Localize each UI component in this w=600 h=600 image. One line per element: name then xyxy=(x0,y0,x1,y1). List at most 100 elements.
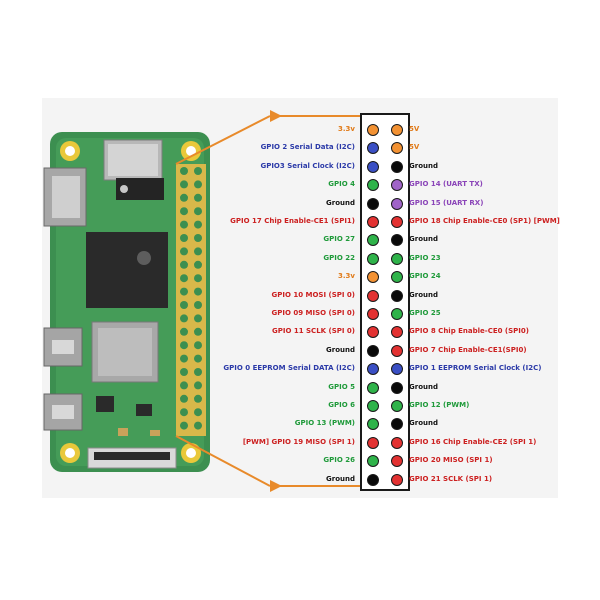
board-header-pad xyxy=(194,220,202,229)
pin-left-1 xyxy=(367,124,379,136)
pin-label-left-20: Ground xyxy=(326,474,355,483)
pin-left-11 xyxy=(367,308,379,320)
board-header-pad xyxy=(194,247,202,256)
pin-left-17 xyxy=(367,418,379,431)
pin-right-7 xyxy=(391,234,403,247)
pin-left-15 xyxy=(367,381,379,394)
board-header-pad xyxy=(194,301,202,309)
pin-right-19 xyxy=(391,455,403,468)
pin-left-18 xyxy=(367,436,379,449)
pin-label-left-11: GPIO 09 MISO (SPI 0) xyxy=(271,309,355,317)
board-header-pad xyxy=(180,207,188,216)
board-header-pad xyxy=(180,394,188,403)
board-header-pad xyxy=(180,167,188,175)
callout-line-top xyxy=(175,115,271,165)
pin-label-left-3: GPIO3 Serial Clock (I2C) xyxy=(260,161,355,170)
pin-left-10 xyxy=(367,289,379,302)
pin-label-left-18: [PWM] GPIO 19 MISO (SPI 1) xyxy=(242,437,355,446)
board-header-pad xyxy=(194,207,202,216)
board-header-pad xyxy=(180,220,188,229)
pin-right-1 xyxy=(391,124,403,136)
board-header-pad xyxy=(180,234,188,242)
pin-left-8 xyxy=(367,252,379,265)
board-header-pad xyxy=(180,247,188,256)
board-header-pad xyxy=(194,314,202,323)
pin-label-right-14: GPIO 1 EEPROM Serial Clock (I2C) xyxy=(409,364,542,373)
pin-right-13 xyxy=(391,344,403,357)
pin-label-right-16: GPIO 12 (PWM) xyxy=(409,401,470,409)
board-header-pad xyxy=(194,167,202,175)
pin-left-14 xyxy=(367,363,379,376)
board-header-pad xyxy=(194,180,202,189)
board-header-pad xyxy=(180,408,188,417)
board-header-pad xyxy=(194,327,202,336)
pin-left-5 xyxy=(367,197,379,210)
pin-right-17 xyxy=(391,418,403,431)
board-header-pad xyxy=(180,368,188,376)
mounting-holes xyxy=(60,141,201,463)
pin-label-right-4: GPIO 14 (UART TX) xyxy=(409,180,483,189)
soc-chip xyxy=(86,232,168,308)
board-header-pad xyxy=(180,381,188,390)
pin-left-3 xyxy=(367,160,379,173)
pin-left-20 xyxy=(367,473,379,486)
pin-label-left-16: GPIO 6 xyxy=(328,401,355,409)
pin-label-left-8: GPIO 22 xyxy=(323,253,355,262)
pin-left-2 xyxy=(367,142,379,155)
pin-label-right-13: GPIO 7 Chip Enable-CE1(SPI0) xyxy=(409,345,527,354)
pin-label-right-10: Ground xyxy=(409,290,438,299)
board-header-pad xyxy=(180,193,188,202)
pin-right-2 xyxy=(391,142,403,155)
pin-label-left-6: GPIO 17 Chip Enable-CE1 (SPI1) xyxy=(230,217,355,225)
pin-right-5 xyxy=(391,197,403,210)
board-header-pad xyxy=(194,394,202,403)
pin-right-20 xyxy=(391,473,403,486)
pin-right-15 xyxy=(391,381,403,394)
board-header-pad xyxy=(180,354,188,363)
pin-left-6 xyxy=(367,216,379,228)
pin-label-right-1: 5V xyxy=(409,125,420,133)
pin-right-8 xyxy=(391,252,403,265)
board-header-pad xyxy=(180,287,188,296)
pin-right-6 xyxy=(391,216,403,228)
board-header-pad xyxy=(194,381,202,390)
board-header-pad xyxy=(194,341,202,350)
board-header-pad xyxy=(180,180,188,189)
pin-left-7 xyxy=(367,234,379,247)
pin-left-12 xyxy=(367,326,379,339)
board-header-pad xyxy=(194,421,202,430)
pin-label-left-7: GPIO 27 xyxy=(323,235,355,244)
pin-label-right-18: GPIO 16 Chip Enable-CE2 (SPI 1) xyxy=(409,437,537,446)
pin-label-right-7: Ground xyxy=(409,235,438,244)
pin-label-right-17: Ground xyxy=(409,419,438,428)
pin-right-3 xyxy=(391,160,403,173)
gpio-header-strip xyxy=(176,164,206,436)
pin-label-right-3: Ground xyxy=(409,161,438,170)
pin-right-14 xyxy=(391,363,403,376)
pin-label-left-15: GPIO 5 xyxy=(328,382,355,391)
board-header-pad xyxy=(194,408,202,417)
pin-label-left-2: GPIO 2 Serial Data (I2C) xyxy=(260,143,355,152)
board-header-pad xyxy=(180,421,188,430)
pin-label-right-6: GPIO 18 Chip Enable-CE0 (SP1) [PWM] xyxy=(409,217,560,225)
board-header-pad xyxy=(194,287,202,296)
pin-left-19 xyxy=(367,455,379,468)
pin-label-left-12: GPIO 11 SCLK (SPI 0) xyxy=(271,327,355,336)
pin-label-left-13: Ground xyxy=(326,345,355,354)
pin-label-right-2: 5V xyxy=(409,143,420,152)
pin-label-left-9: 3.3v xyxy=(338,272,355,281)
pin-label-left-4: GPIO 4 xyxy=(328,180,355,189)
pin-right-18 xyxy=(391,436,403,449)
pin-label-right-11: GPIO 25 xyxy=(409,309,441,317)
pin-label-right-19: GPIO 20 MISO (SPI 1) xyxy=(409,456,493,465)
board-header-pad xyxy=(194,354,202,363)
pin-left-4 xyxy=(367,179,379,192)
board-header-pad xyxy=(194,193,202,202)
pin-label-left-1: 3.3v xyxy=(338,125,355,133)
board-header-pad xyxy=(180,274,188,283)
pin-label-right-12: GPIO 8 Chip Enable-CE0 (SPI0) xyxy=(409,327,529,336)
callout-line-bottom xyxy=(175,435,271,487)
pin-label-right-5: GPIO 15 (UART RX) xyxy=(409,198,484,207)
pin-left-13 xyxy=(367,344,379,357)
